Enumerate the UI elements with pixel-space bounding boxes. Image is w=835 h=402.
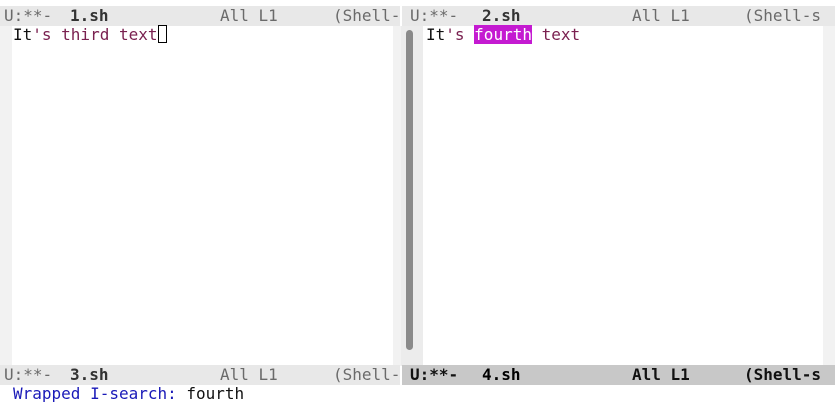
modeline-position: All L1 (632, 365, 690, 384)
buffer-1sh-line-1[interactable]: It's third text (13, 25, 167, 45)
isearch-query[interactable]: fourth (186, 384, 245, 402)
keyword-token: It (426, 25, 446, 44)
modeline-mode: (Shell- (333, 365, 400, 384)
minibuffer[interactable]: Wrapped I-search: fourth (13, 384, 244, 402)
isearch-prompt: Wrapped I-search: (13, 384, 187, 402)
text-cursor (157, 25, 167, 43)
string-token: 's (445, 25, 475, 44)
modeline-buffer-name: 1.sh (70, 6, 109, 25)
modeline-status: U:**- (4, 6, 53, 25)
modeline-3sh[interactable]: U:**- 3.sh All L1 (Shell- (0, 365, 400, 385)
modeline-buffer-name: 4.sh (482, 365, 521, 384)
scrollbar-thumb[interactable] (406, 30, 413, 350)
modeline-status: U:**- (4, 365, 53, 384)
modeline-position: All L1 (220, 6, 278, 25)
modeline-mode: (Shell-s (744, 365, 822, 384)
modeline-status: U:**- (410, 365, 459, 384)
modeline-buffer-name: 2.sh (482, 6, 521, 25)
string-token: text (531, 25, 581, 44)
modeline-position: All L1 (220, 365, 278, 384)
modeline-buffer-name: 3.sh (70, 365, 109, 384)
modeline-mode: (Shell- (333, 6, 400, 25)
modeline-2sh[interactable]: U:**- 2.sh All L1 (Shell-s (402, 6, 835, 26)
modeline-status: U:**- (410, 6, 459, 25)
modeline-position: All L1 (632, 6, 690, 25)
right-window-fringe (823, 26, 835, 366)
keyword-token: It (13, 25, 33, 44)
left-fringe (0, 26, 12, 366)
right-fringe (393, 26, 401, 366)
string-token: 's third text (32, 25, 158, 44)
modeline-4sh[interactable]: U:**- 4.sh All L1 (Shell-s (402, 365, 835, 385)
modeline-1sh[interactable]: U:**- 1.sh All L1 (Shell- (0, 6, 400, 26)
buffer-2sh-line-1[interactable]: It's fourth text (426, 25, 580, 45)
isearch-match: fourth (474, 25, 532, 44)
modeline-mode: (Shell-s (744, 6, 822, 25)
